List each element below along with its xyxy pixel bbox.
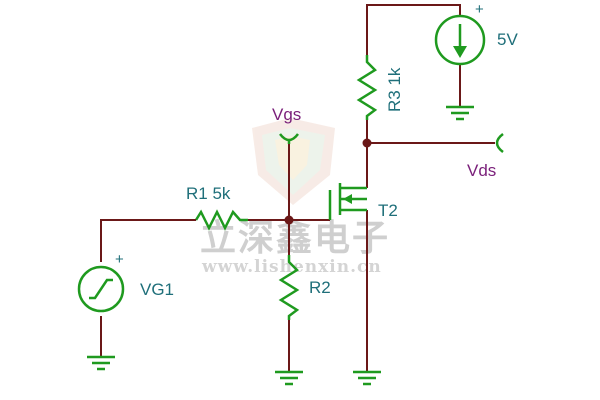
resistor-r3 bbox=[356, 55, 378, 120]
probe-vgs bbox=[279, 133, 299, 144]
probe-vds bbox=[495, 133, 504, 153]
ground-supply bbox=[446, 105, 474, 121]
ground-r2 bbox=[275, 370, 303, 386]
supply-plus-sign: + bbox=[475, 1, 484, 18]
watermark-url-text: www.lishenxin.cn bbox=[201, 257, 382, 277]
voltage-source-vg1 bbox=[77, 265, 125, 313]
junction-gate-node bbox=[284, 215, 294, 225]
mosfet-t2 bbox=[328, 183, 367, 220]
ground-source bbox=[353, 370, 381, 386]
ground-vg1 bbox=[87, 355, 115, 371]
r3-label: R3 1k bbox=[385, 67, 404, 112]
wires bbox=[100, 4, 495, 372]
t2-label: T2 bbox=[378, 201, 398, 220]
vgs-probe-label: Vgs bbox=[272, 105, 301, 124]
supply-label: 5V bbox=[497, 30, 518, 49]
wire-vg1-r1 bbox=[100, 219, 180, 262]
watermark-chinese-text: 立深鑫电子 bbox=[200, 217, 390, 259]
junction-drain-node bbox=[362, 138, 372, 148]
voltage-source-5v bbox=[434, 14, 486, 66]
wire-top-rail bbox=[366, 4, 461, 55]
r1-label: R1 5k bbox=[186, 184, 231, 203]
vg1-label: VG1 bbox=[140, 280, 174, 299]
resistor-r1 bbox=[194, 209, 248, 231]
watermark-logo bbox=[252, 118, 335, 205]
vg1-plus-sign: + bbox=[115, 251, 124, 268]
vds-probe-label: Vds bbox=[467, 161, 496, 180]
resistor-r2 bbox=[278, 255, 300, 320]
r2-label: R2 bbox=[309, 278, 331, 297]
